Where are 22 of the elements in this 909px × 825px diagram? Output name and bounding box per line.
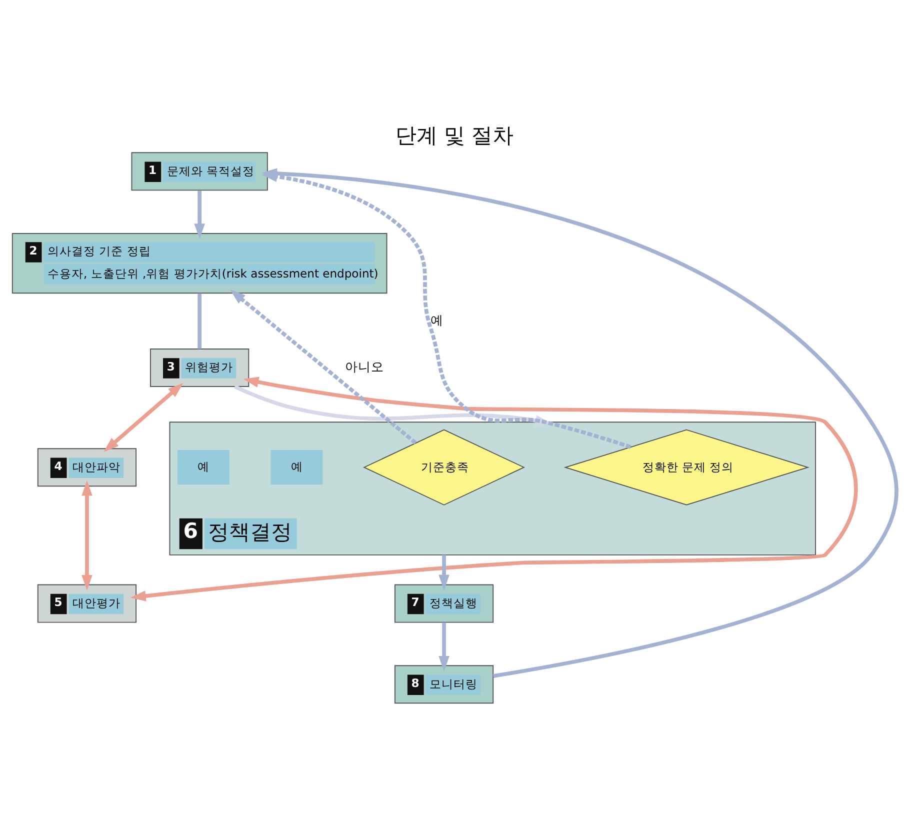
arrow	[438, 554, 450, 590]
arrow	[82, 480, 92, 590]
arrow	[194, 190, 205, 240]
arrow	[103, 382, 184, 452]
arrow	[438, 622, 450, 672]
node-box: 2 의사결정 기준 정립 수용자, 노출단위 ,위험 평가가치(risk assessment endpoint)	[12, 233, 388, 294]
edge-label: 아니오	[345, 359, 384, 374]
node-diamond: 기준충족	[363, 429, 526, 506]
label: 예	[197, 459, 210, 474]
node-box: 3 위험평가	[150, 348, 250, 387]
node-box: 4 대안파악	[37, 448, 137, 487]
label: 예	[290, 459, 303, 474]
connector	[198, 293, 202, 349]
arrow	[230, 290, 417, 444]
arrow	[130, 376, 858, 602]
node-box: 5 대안평가	[37, 584, 137, 623]
node-diamond: 정확한 문제 정의	[564, 429, 810, 506]
diagram-title: 단계 및 절차	[395, 122, 514, 148]
edge-label: 예	[430, 312, 444, 328]
node-box: 7 정책실행	[394, 584, 494, 623]
node-box: 1 문제와 목적설정	[131, 152, 268, 191]
node-box: 8 모니터링	[394, 665, 494, 704]
